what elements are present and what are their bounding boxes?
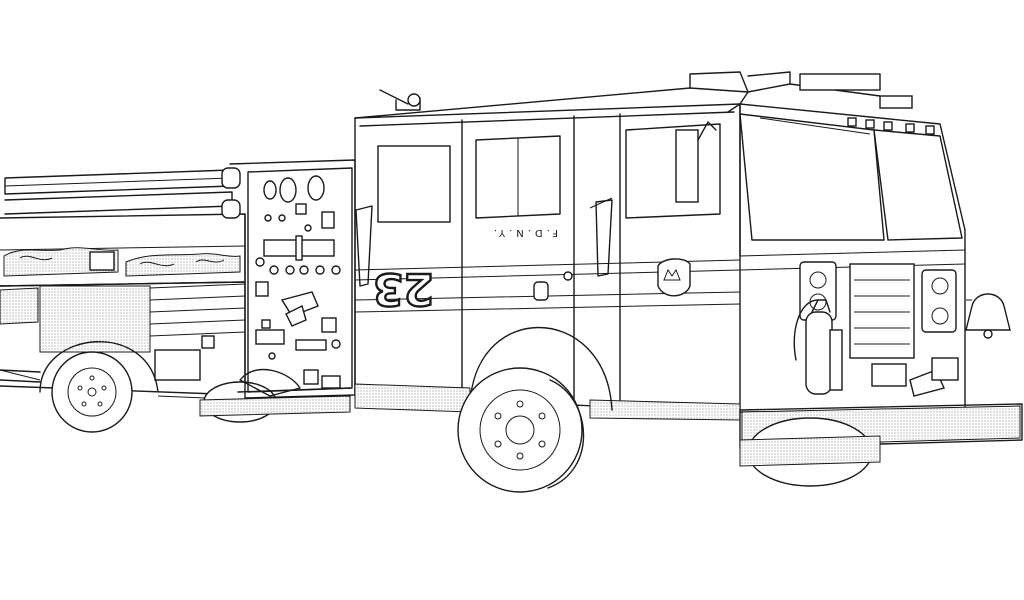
- rear-body: [0, 169, 277, 433]
- middle-wheel: [457, 367, 585, 493]
- bell-icon: [965, 293, 1011, 339]
- front-cab: [727, 103, 1023, 449]
- rear-wheel: [51, 351, 133, 433]
- front-wheel-arch: [469, 327, 613, 411]
- lettering: F.D.N.Y. 23: [372, 227, 691, 315]
- fire-extinguisher-icon: [793, 299, 843, 395]
- front-wheel: [739, 417, 881, 487]
- unit-number: 23: [373, 263, 434, 314]
- pump-panel: [199, 159, 356, 417]
- fire-department-shield-icon: [657, 258, 691, 297]
- chassis-lines: [0, 369, 206, 399]
- fdny-text: F.D.N.Y.: [490, 227, 558, 238]
- hose-bed: [3, 247, 241, 277]
- crew-cab: [354, 71, 913, 421]
